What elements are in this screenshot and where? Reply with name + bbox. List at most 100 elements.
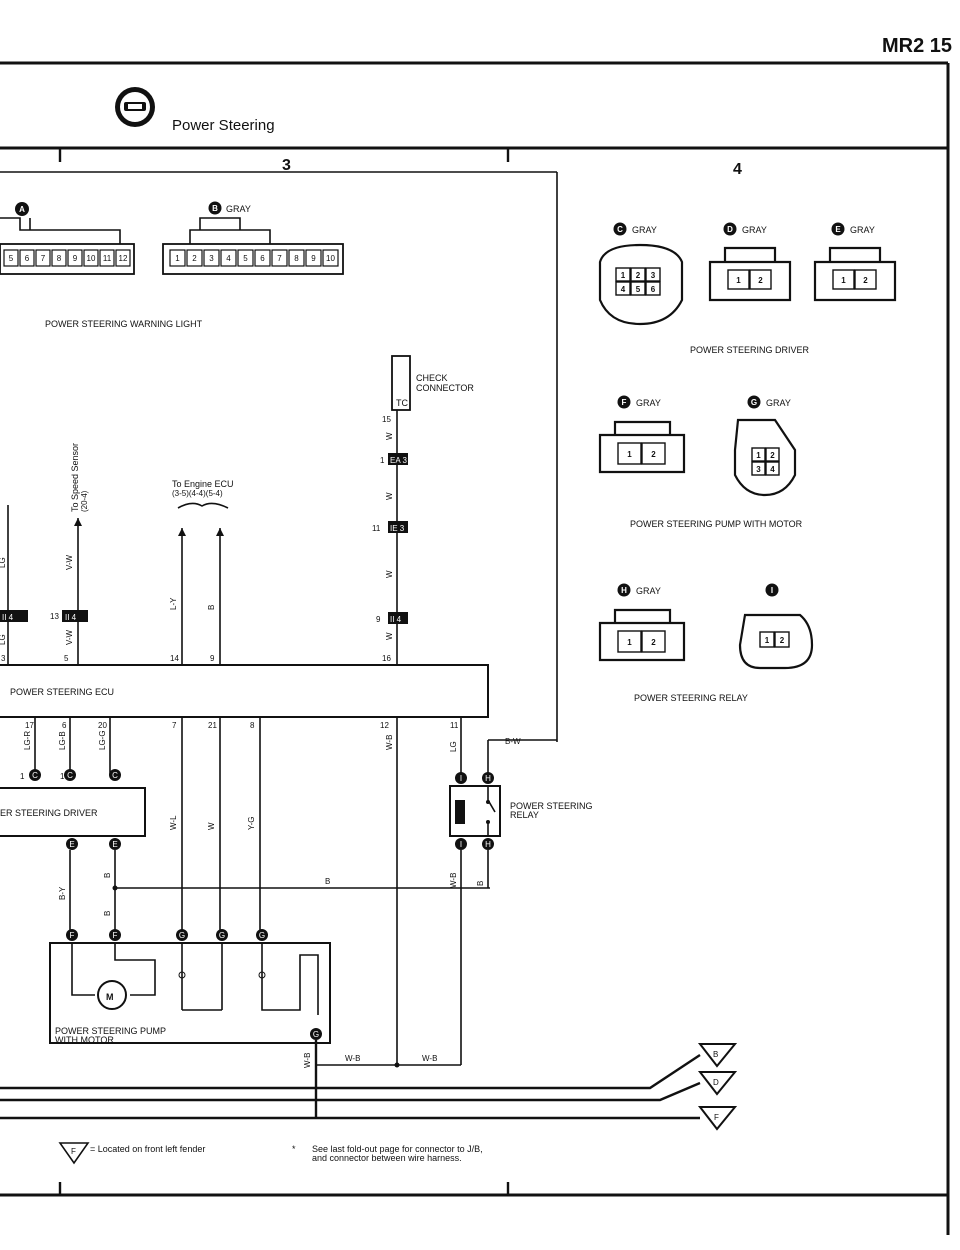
- pin-cell: [203, 249, 220, 267]
- ecu-pin-number: 6: [62, 721, 67, 730]
- wire-label: B: [476, 881, 485, 886]
- wire-label: W: [385, 492, 394, 500]
- wire-label: LG-G: [98, 730, 107, 750]
- pin-number: 1: [621, 271, 626, 280]
- wire-label: W: [385, 570, 394, 578]
- pin-number: 11: [103, 254, 112, 263]
- pin-cell: [99, 249, 115, 267]
- svg-text:H: H: [485, 774, 491, 783]
- svg-text:D: D: [727, 225, 733, 234]
- pump-switch-wires: [181, 943, 319, 1015]
- wire-label: W-B: [422, 1054, 437, 1063]
- ecu-pin-number: 11: [450, 721, 459, 730]
- svg-text:D: D: [713, 1078, 719, 1087]
- svg-text:GRAY: GRAY: [632, 225, 657, 235]
- ground-bus: [0, 1053, 701, 1120]
- svg-text:I: I: [771, 586, 773, 595]
- pin-number: 6: [25, 254, 30, 263]
- arrow-icon: [74, 518, 82, 526]
- pin-number: 10: [87, 254, 96, 263]
- pin-cell: [832, 269, 855, 290]
- svg-text:F: F: [622, 398, 627, 407]
- junction-label: II 4: [390, 615, 402, 624]
- pin-cell: [749, 269, 772, 290]
- pin-cell: [641, 630, 666, 653]
- wire-label: B: [325, 877, 330, 886]
- pin-number: 4: [770, 465, 775, 474]
- pin-cell: [751, 447, 766, 462]
- pin-number: 2: [780, 636, 785, 645]
- pin-cell: [83, 249, 99, 267]
- wire-label: W-B: [385, 735, 394, 750]
- pin-label: 16: [382, 654, 391, 663]
- pin-label: 13: [50, 612, 59, 621]
- pin-cell: [169, 249, 186, 267]
- wire-label: LG: [0, 634, 7, 645]
- wire-label: Y-G: [247, 817, 256, 831]
- svg-text:CHECK: CHECK: [416, 373, 448, 383]
- arrow-icon: [178, 528, 224, 536]
- pin-number: 5: [243, 254, 248, 263]
- svg-text:TC: TC: [396, 398, 408, 408]
- svg-text:1: 1: [60, 772, 65, 781]
- svg-text:= Located on front left fender: = Located on front left fender: [90, 1144, 205, 1154]
- power-steering-driver: [0, 787, 146, 837]
- section-4-label: 4: [733, 161, 742, 178]
- footnote-line1: See last fold-out page for connector to …: [312, 1144, 483, 1154]
- pin-number: 9: [311, 254, 316, 263]
- wire-label: W-L: [169, 815, 178, 830]
- svg-text:POWER STEERING: POWER STEERING: [510, 801, 593, 811]
- motor-label: M: [106, 992, 114, 1002]
- steering-wheel-icon: [115, 87, 155, 127]
- pin-cell: [751, 461, 766, 476]
- pin-cell: [322, 249, 339, 267]
- wire-label: B-Y: [58, 886, 67, 900]
- pin-number: 10: [326, 254, 335, 263]
- pump-pin-markers: F F G G G: [66, 929, 268, 941]
- pin-cell: [288, 249, 305, 267]
- pin-label: 3: [1, 654, 6, 663]
- wire-label: W: [385, 432, 394, 440]
- switch-contact: [258, 971, 266, 979]
- relay-caption: POWER STEERING RELAY: [634, 693, 748, 703]
- pin-cell: [186, 249, 203, 267]
- driver-label: ER STEERING DRIVER: [0, 808, 98, 818]
- driver-caption: POWER STEERING DRIVER: [690, 345, 810, 355]
- pin-number: 1: [175, 254, 180, 263]
- pin-cell: [645, 281, 661, 296]
- connector-a-letter: A: [19, 205, 25, 214]
- svg-text:GRAY: GRAY: [850, 225, 875, 235]
- connector-b-color: GRAY: [226, 204, 251, 214]
- splice-point: [112, 885, 118, 891]
- svg-text:I: I: [460, 774, 462, 783]
- pin-cell: [615, 281, 631, 296]
- junction-label: II 4: [65, 613, 77, 622]
- svg-text:G: G: [259, 931, 265, 940]
- pin-number: 2: [770, 451, 775, 460]
- pin-label: 15: [382, 415, 391, 424]
- pin-number: 1: [627, 450, 632, 459]
- wire-label: V-W: [65, 629, 74, 645]
- wire-label: W: [385, 632, 394, 640]
- junction-ii4: [0, 610, 28, 622]
- svg-text:H: H: [485, 840, 491, 849]
- pin-cell: [630, 281, 646, 296]
- switch-contact: [178, 971, 186, 979]
- pin-number: 12: [119, 254, 128, 263]
- pin-cell: [645, 267, 661, 282]
- ground-d: D: [697, 1071, 738, 1096]
- svg-text:F: F: [113, 931, 118, 940]
- svg-text:B: B: [713, 1050, 718, 1059]
- svg-text:E: E: [835, 225, 841, 234]
- pin-number: 1: [627, 638, 632, 647]
- pin-cell: [305, 249, 322, 267]
- pin-cell: [854, 269, 877, 290]
- svg-text:C: C: [112, 771, 118, 780]
- junction-ie3: [388, 521, 408, 533]
- pin-number: 2: [636, 271, 641, 280]
- ecu-pin-number: 7: [172, 721, 177, 730]
